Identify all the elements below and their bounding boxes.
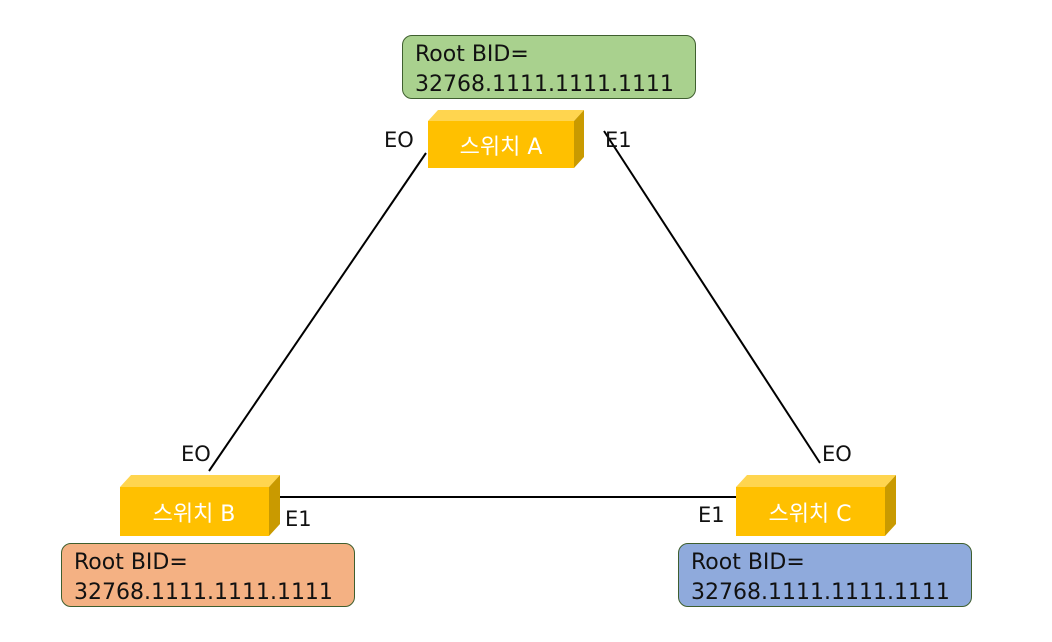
port-label-b-eo: EO — [181, 442, 211, 466]
root-bid-box-b: Root BID= 32768.1111.1111.1111 — [61, 543, 355, 607]
root-bid-box-c: Root BID= 32768.1111.1111.1111 — [678, 543, 972, 607]
port-label-c-eo: EO — [822, 442, 852, 466]
switch-b-label: 스위치 B — [153, 502, 236, 527]
switch-a[interactable]: 스위치 A — [428, 110, 584, 168]
port-label-a-eo: EO — [384, 128, 414, 152]
switch-box-icon — [736, 475, 896, 536]
root-bid-value: 32768.1111.1111.1111 — [691, 580, 950, 605]
root-bid-value: 32768.1111.1111.1111 — [415, 72, 674, 97]
link-a-c — [603, 130, 821, 464]
root-bid-value: 32768.1111.1111.1111 — [74, 580, 333, 605]
switch-box-icon — [120, 475, 280, 536]
port-label-a-e1: E1 — [605, 128, 632, 152]
port-label-b-e1: E1 — [285, 507, 312, 531]
root-bid-box-a: Root BID= 32768.1111.1111.1111 — [402, 35, 696, 99]
link-a-b — [208, 152, 427, 472]
root-bid-label: Root BID= — [415, 42, 529, 67]
switch-c[interactable]: 스위치 C — [736, 475, 896, 536]
switch-box-icon — [428, 110, 584, 168]
switch-a-label: 스위치 A — [460, 135, 543, 160]
root-bid-label: Root BID= — [691, 550, 805, 575]
switch-c-label: 스위치 C — [768, 502, 851, 527]
port-label-c-e1: E1 — [698, 503, 725, 527]
switch-b[interactable]: 스위치 B — [120, 475, 280, 536]
root-bid-label: Root BID= — [74, 550, 188, 575]
